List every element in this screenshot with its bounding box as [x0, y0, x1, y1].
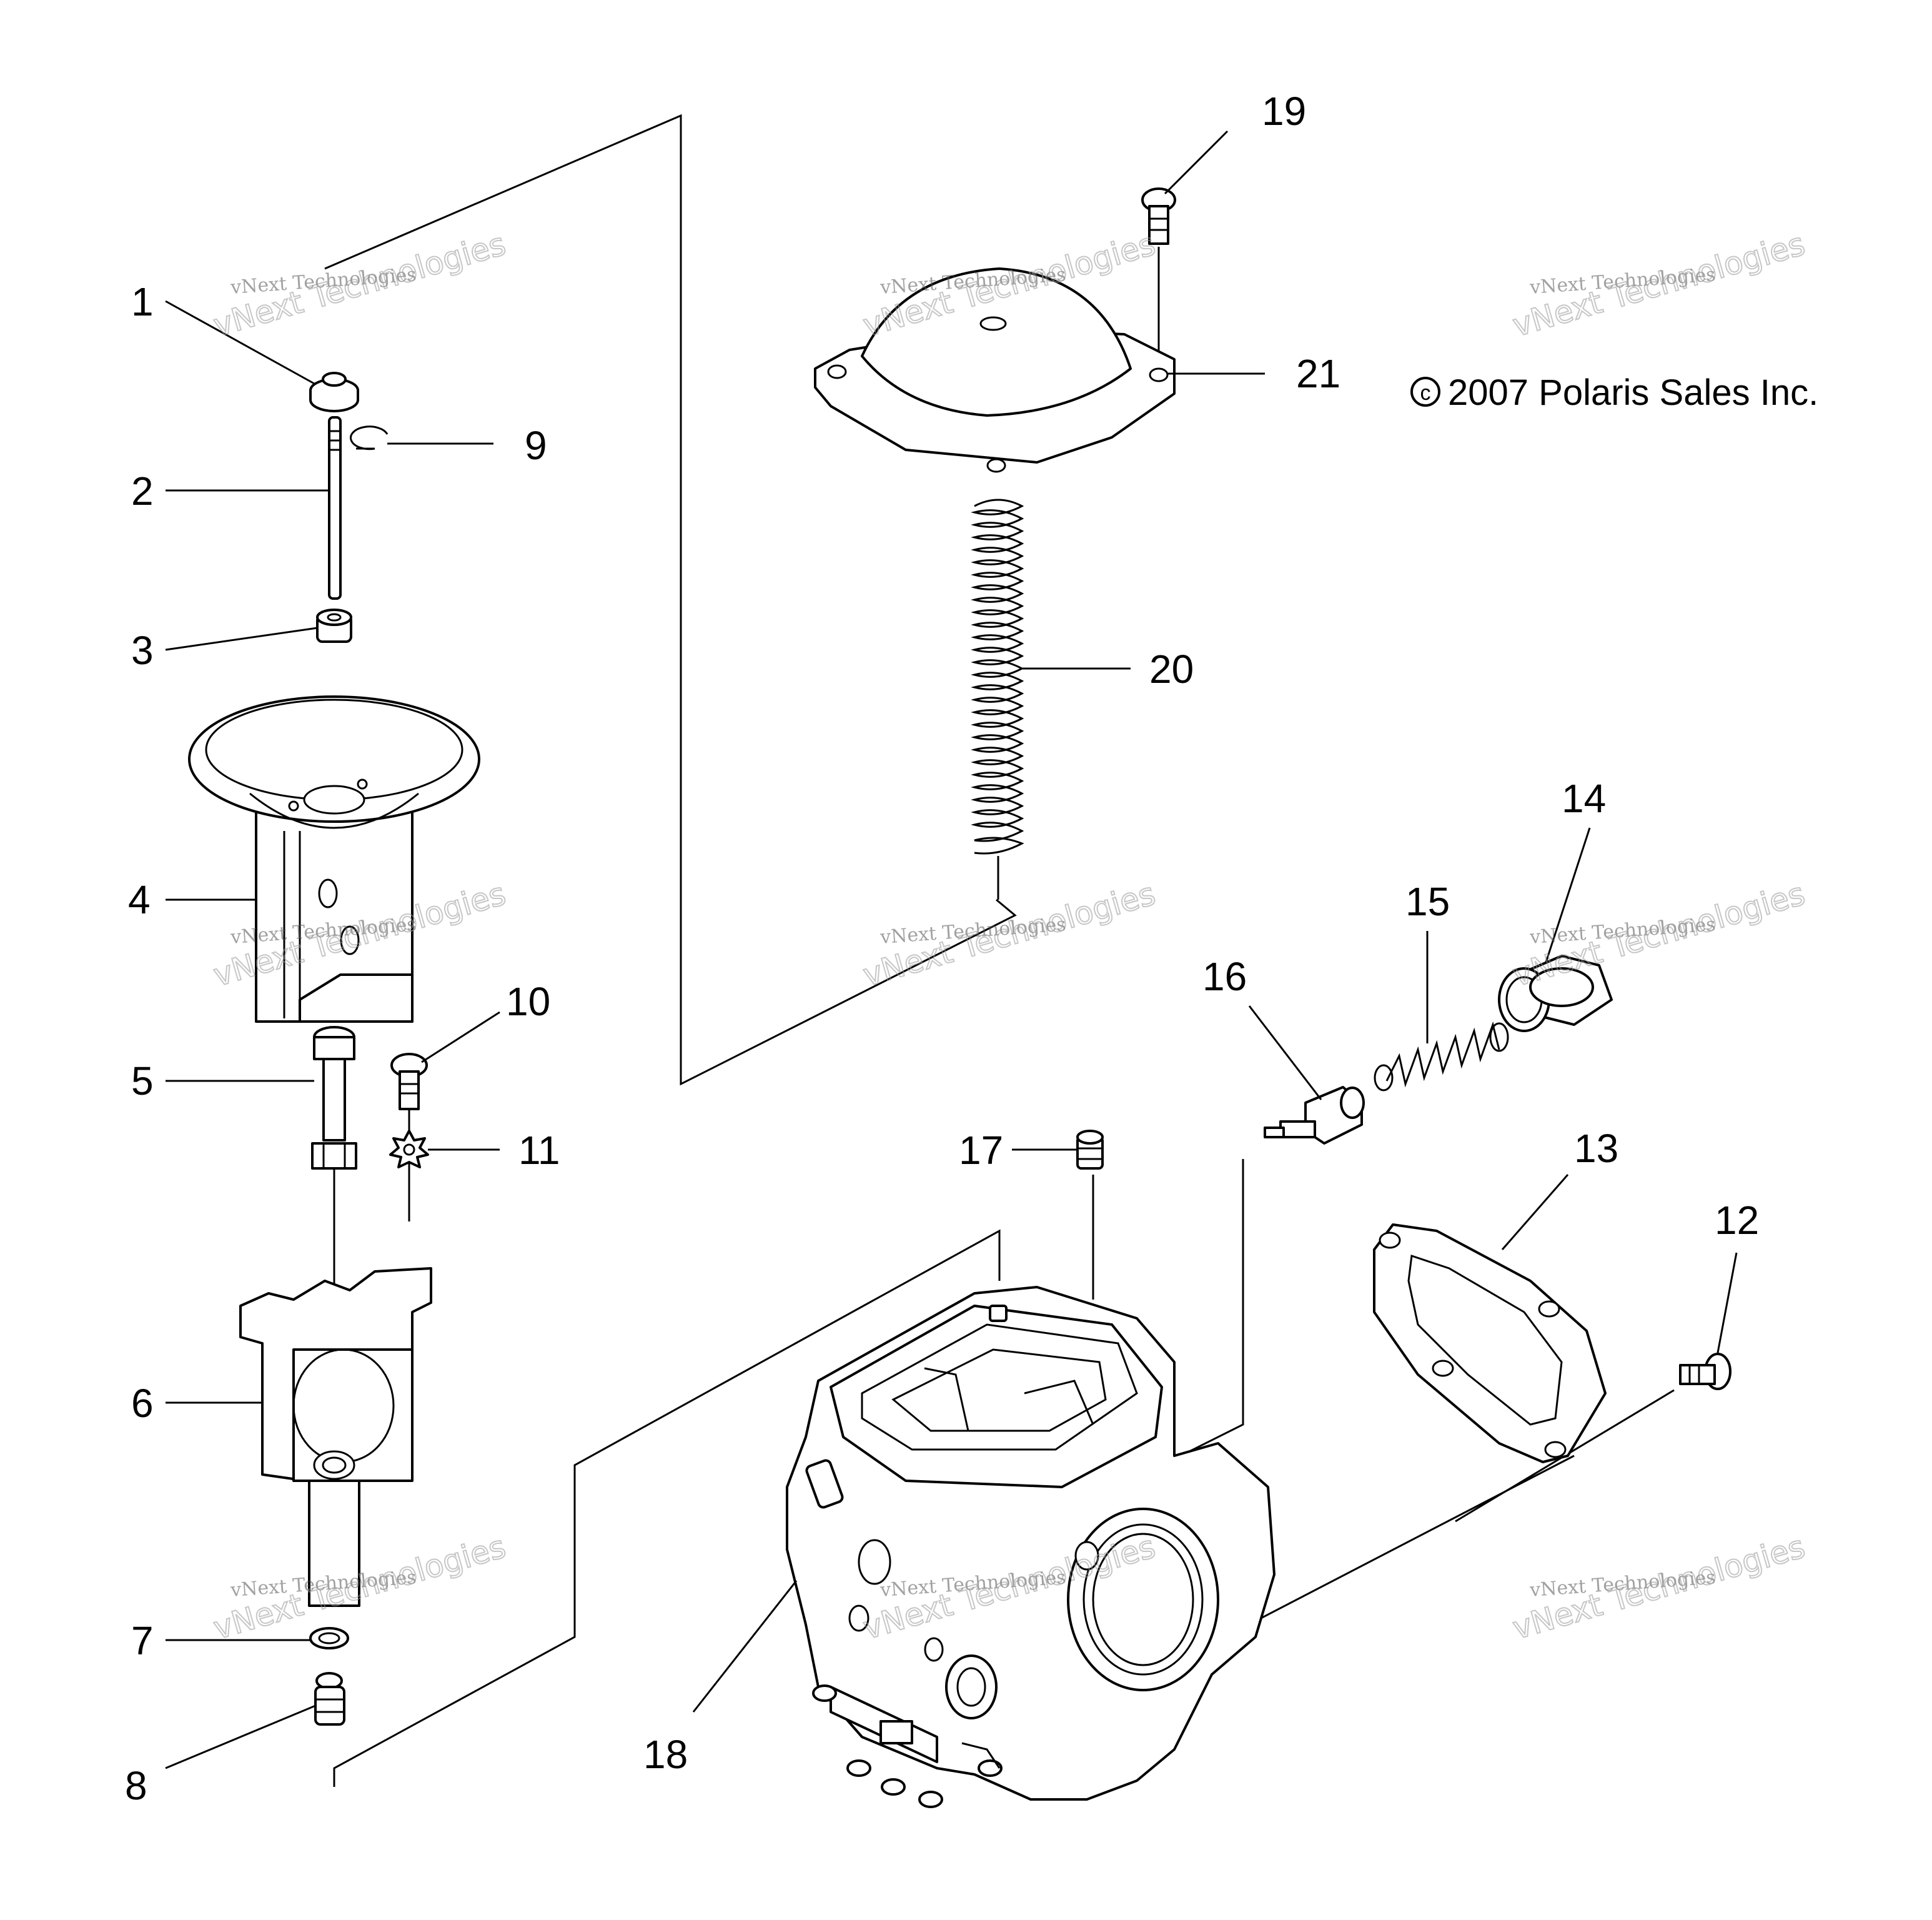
- callout-11: 11: [518, 1128, 560, 1173]
- part-7-o-ring: [309, 1627, 349, 1649]
- part-16-valve: [1264, 1086, 1365, 1145]
- callout-10: 10: [506, 979, 550, 1024]
- part-3-spacer: [316, 609, 352, 643]
- watermark: vNext Technologies vNext Technologies: [1508, 225, 1809, 344]
- part-6-mixing-body: [239, 1267, 432, 1607]
- callout-labels: 1 2 3 4 5 6 7 8 9 10 11 12 13 14 15 16 1…: [125, 89, 1759, 1808]
- watermark: vNext Technologies vNext Technologies: [1508, 875, 1809, 994]
- part-13-gasket-cover: [1373, 1223, 1607, 1463]
- callout-17: 17: [959, 1128, 1003, 1173]
- copyright-symbol: c: [1420, 381, 1431, 405]
- callout-18: 18: [643, 1732, 688, 1777]
- callout-2: 2: [131, 469, 154, 514]
- callout-4: 4: [128, 877, 151, 922]
- callout-15: 15: [1405, 879, 1450, 924]
- callout-14: 14: [1562, 776, 1606, 821]
- callout-1: 1: [131, 279, 154, 324]
- callout-3: 3: [131, 628, 154, 673]
- part-20-spring: [971, 499, 1024, 855]
- part-17-pilot-jet: [1076, 1130, 1104, 1170]
- part-1-nut: [309, 372, 359, 412]
- callout-21: 21: [1296, 351, 1340, 396]
- copyright-notice: c 2007 Polaris Sales Inc.: [1410, 372, 1818, 413]
- watermark: vNext Technologies vNext Technologies: [209, 225, 510, 344]
- callout-12: 12: [1715, 1198, 1759, 1243]
- callout-7: 7: [131, 1618, 154, 1663]
- part-9-e-clip: [350, 425, 389, 450]
- callout-6: 6: [131, 1381, 154, 1426]
- callout-13: 13: [1574, 1126, 1618, 1171]
- part-11-lock-washer: [389, 1130, 429, 1168]
- assembly-boundary-lines: [324, 114, 1675, 1787]
- callout-19: 19: [1262, 89, 1306, 134]
- part-8-main-jet: [314, 1672, 345, 1726]
- part-21-top-cover: [814, 267, 1176, 473]
- part-18-carburetor-body: [786, 1286, 1276, 1808]
- part-14-plug: [1498, 955, 1613, 1032]
- callout-16: 16: [1202, 954, 1247, 999]
- copyright-symbol-ring: [1410, 377, 1440, 407]
- callout-20: 20: [1149, 647, 1194, 692]
- copyright-text: 2007 Polaris Sales Inc.: [1448, 372, 1818, 413]
- part-19-cover-screw: [1141, 187, 1176, 245]
- part-4-vacuum-piston: [188, 695, 480, 1023]
- callout-9: 9: [525, 423, 547, 468]
- leader-lines: [165, 130, 1738, 1769]
- part-10-screw: [390, 1053, 428, 1110]
- part-15-spring: [1374, 1021, 1509, 1092]
- watermark: vNext Technologies vNext Technologies: [858, 875, 1159, 994]
- callout-8: 8: [125, 1763, 147, 1808]
- watermark: vNext Technologies vNext Technologies: [1508, 1528, 1809, 1647]
- part-5-needle-jet: [311, 1026, 357, 1170]
- part-12-screw: [1679, 1353, 1731, 1390]
- part-2-jet-needle: [328, 416, 342, 600]
- callout-5: 5: [131, 1058, 154, 1103]
